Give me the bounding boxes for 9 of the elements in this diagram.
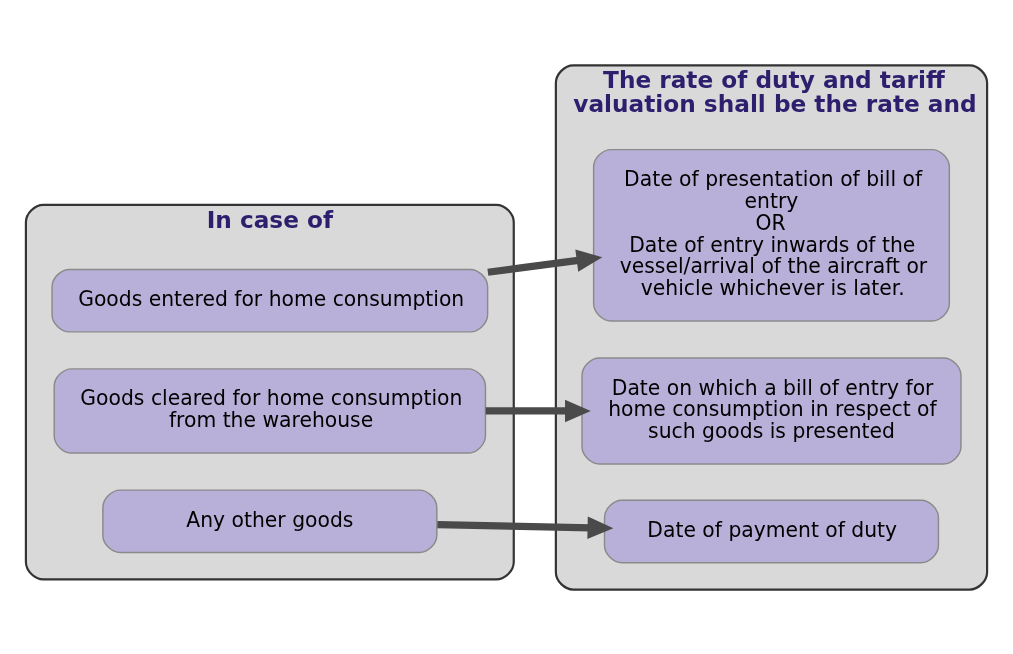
node-box: Goods cleared for home consumption from the warehouse bbox=[53, 367, 487, 454]
node-box: Date on which a bill of entry for home consumption in respect of such goods is presented bbox=[581, 356, 962, 465]
arrow bbox=[487, 248, 603, 276]
arrow bbox=[437, 516, 614, 539]
node-box: Any other goods bbox=[102, 488, 438, 553]
node-box: Goods entered for home consumption bbox=[51, 268, 489, 333]
arrow bbox=[485, 399, 591, 422]
node-box: Date of presentation of bill of entry OR Date of entry inwards of the vessel/arrival of the aircraft or vehicle whichever is later. bbox=[592, 148, 951, 322]
node-box: Date of payment of duty bbox=[603, 499, 940, 563]
